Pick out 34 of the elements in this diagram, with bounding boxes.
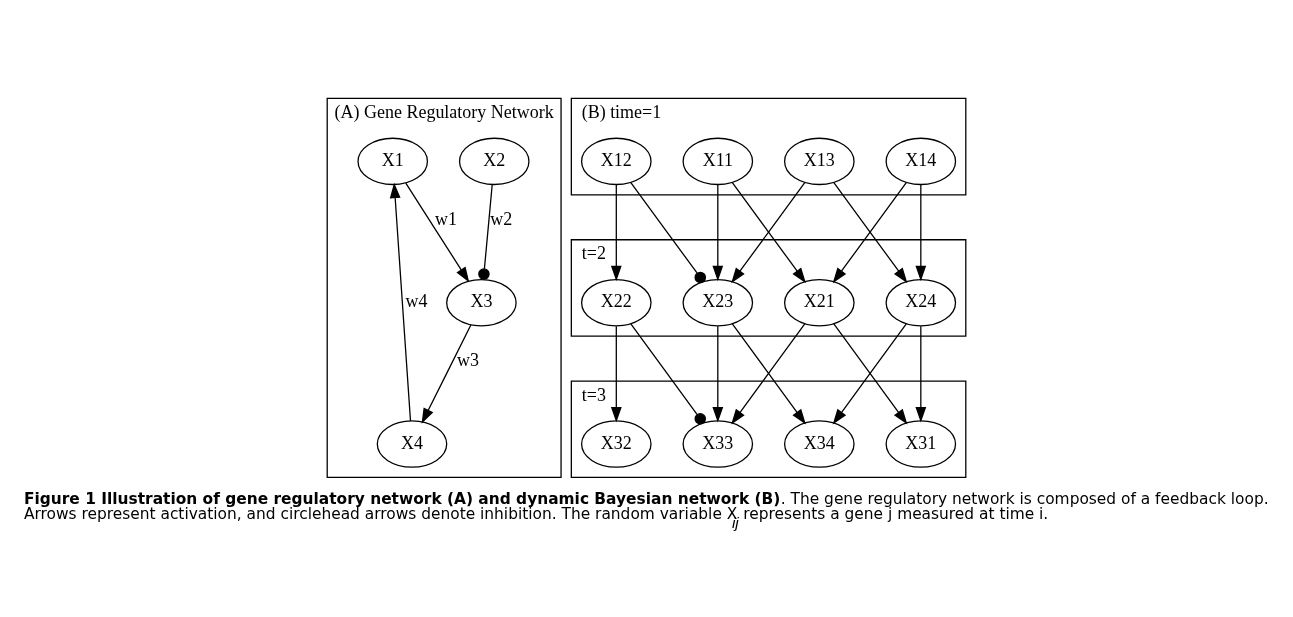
node-ellipse: X24	[885, 278, 957, 327]
arrow	[915, 184, 927, 282]
arrow	[421, 324, 472, 424]
node-ellipse: X11	[682, 137, 754, 186]
arrow	[712, 325, 724, 423]
arrow	[712, 184, 724, 282]
edge-label: w4	[405, 291, 428, 312]
connector	[630, 323, 707, 425]
node-ellipse: X21	[784, 278, 855, 327]
node-ellipse: X22	[580, 278, 652, 327]
node-ellipse: X1	[357, 137, 429, 186]
edge-label: w2	[490, 208, 513, 229]
arrow	[389, 182, 412, 422]
arrow	[405, 182, 470, 283]
node-ellipse: X12	[580, 137, 652, 186]
node-ellipse: X33	[682, 420, 754, 468]
edge-label: w3	[456, 349, 479, 370]
arrow	[731, 181, 806, 284]
arrow	[731, 323, 806, 425]
node-ellipse: X31	[885, 420, 957, 468]
connector	[630, 181, 707, 284]
arrow	[915, 325, 927, 423]
node-ellipse: X4	[376, 420, 448, 468]
node-ellipse: X34	[784, 420, 855, 468]
edge-label: w1	[435, 208, 458, 229]
arrow	[610, 325, 622, 423]
node-ellipse: X14	[885, 137, 957, 186]
arrow	[610, 184, 622, 282]
node-ellipse: X23	[682, 278, 754, 327]
node-ellipse: X32	[580, 420, 652, 468]
node-ellipse: X3	[446, 278, 517, 327]
node-ellipse: X13	[784, 137, 855, 186]
connector	[478, 184, 493, 280]
node-ellipse: X2	[458, 137, 530, 186]
